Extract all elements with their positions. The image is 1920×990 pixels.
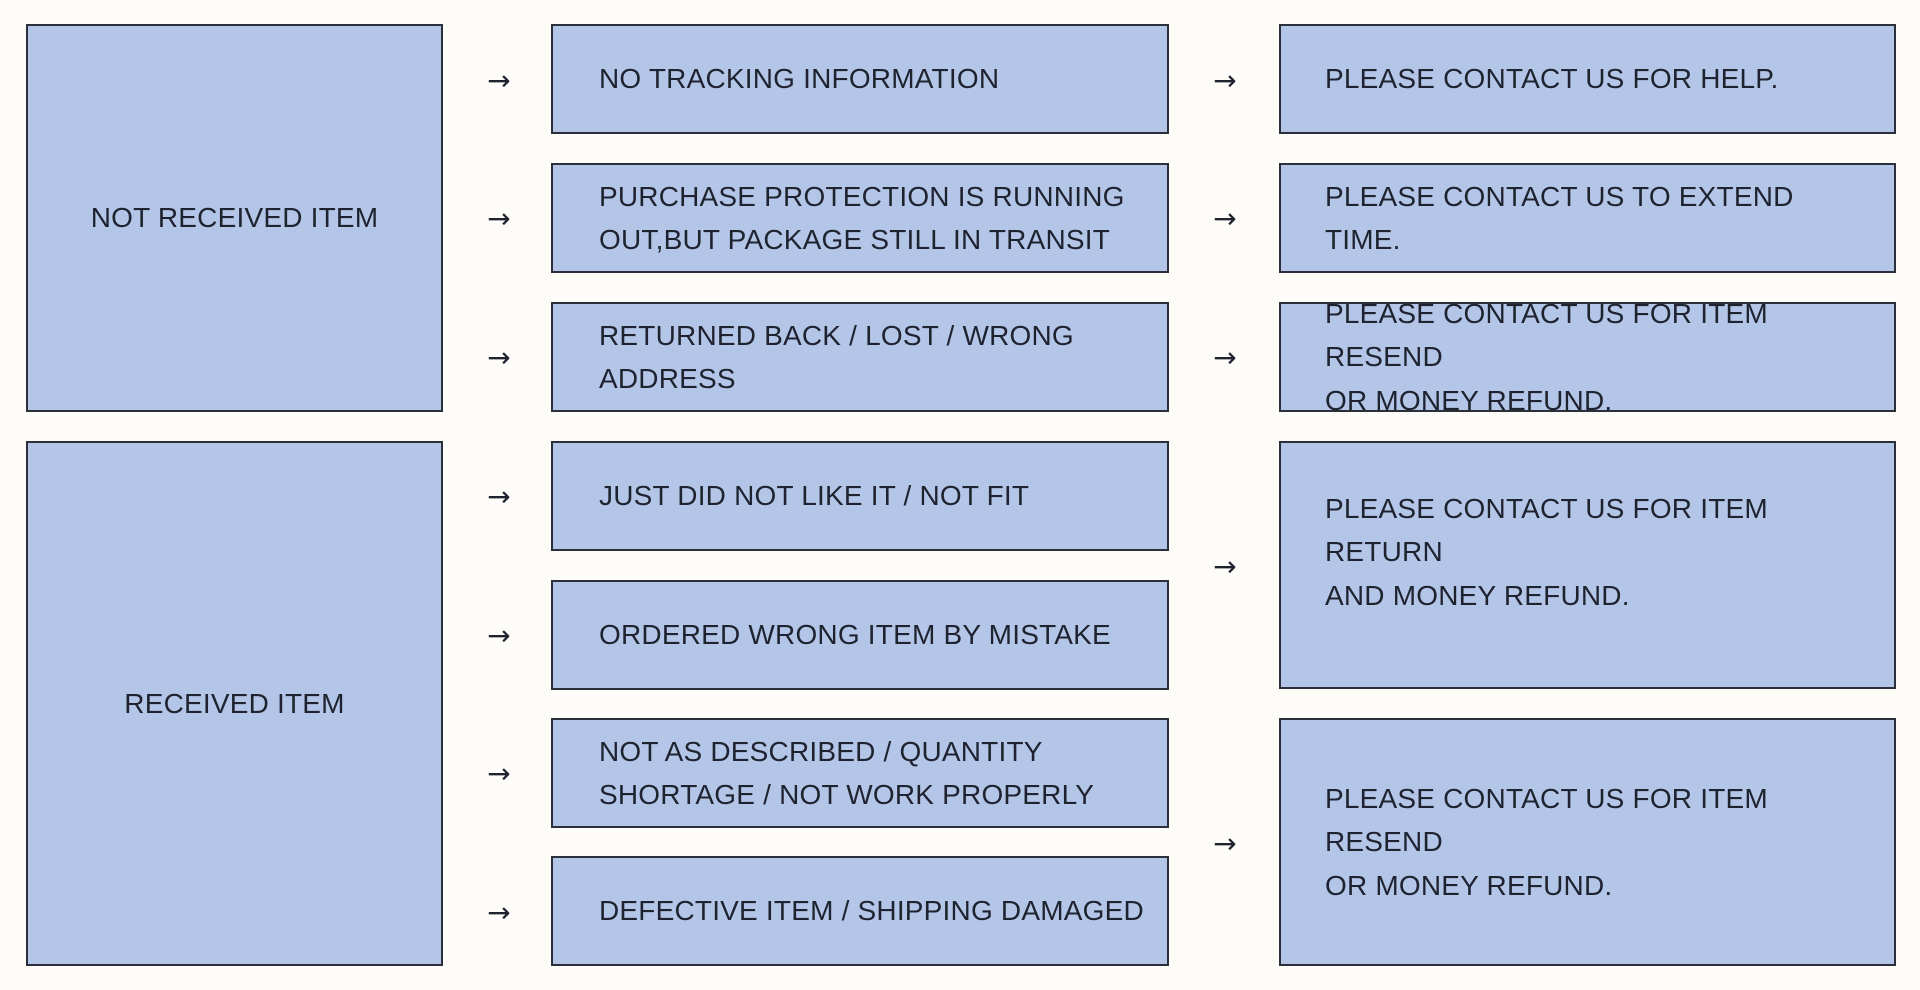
issue-text: SHORTAGE / NOT WORK PROPERLY [599,779,1095,810]
arrow-icon: → [487,341,511,374]
action-box: PLEASE CONTACT US FOR ITEM RETURN AND MO… [1279,441,1896,689]
action-text: PLEASE CONTACT US FOR ITEM RETURN [1325,492,1768,568]
issue-text: JUST DID NOT LIKE IT / NOT FIT [599,480,1030,512]
arrow-icon: → [487,896,511,929]
issue-text: PURCHASE PROTECTION IS RUNNING [599,180,1125,212]
action-box: PLEASE CONTACT US FOR ITEM RESEND OR MON… [1279,718,1896,966]
action-box: PLEASE CONTACT US FOR ITEM RESEND OR MON… [1279,298,1896,416]
arrow-icon: → [487,480,511,513]
arrow-icon: → [1213,550,1237,583]
category-label: RECEIVED ITEM [124,687,345,719]
action-box: PLEASE CONTACT US FOR HELP. [1279,24,1896,134]
action-text: PLEASE CONTACT US FOR ITEM RESEND [1325,297,1768,373]
action-text: PLEASE CONTACT US FOR HELP. [1325,63,1779,95]
arrow-icon: → [487,64,511,97]
arrow-icon: → [1213,341,1237,374]
action-box: PLEASE CONTACT US TO EXTEND TIME. [1279,163,1896,273]
action-text: PLEASE CONTACT US TO EXTEND TIME. [1325,180,1794,255]
issue-text: NO TRACKING INFORMATION [599,63,1000,95]
action-text: PLEASE CONTACT US FOR ITEM RESEND [1325,782,1768,858]
arrow-icon: → [487,619,511,652]
issue-box: PURCHASE PROTECTION IS RUNNING OUT,BUT P… [551,163,1169,273]
issue-box: RETURNED BACK / LOST / WRONG ADDRESS [551,302,1169,412]
issue-box: DEFECTIVE ITEM / SHIPPING DAMAGED [551,856,1169,966]
category-label: NOT RECEIVED ITEM [90,202,379,234]
issue-text: NOT AS DESCRIBED / QUANTITY [599,735,1043,767]
action-text: OR MONEY REFUND. [1325,384,1613,416]
action-text: OR MONEY REFUND. [1325,869,1613,901]
issue-box: JUST DID NOT LIKE IT / NOT FIT [551,441,1169,551]
category-not-received-item: NOT RECEIVED ITEM [26,24,443,412]
issue-box: NO TRACKING INFORMATION [551,24,1169,134]
issue-text: RETURNED BACK / LOST / WRONG [599,319,1074,351]
issue-text: OUT,BUT PACKAGE STILL IN TRANSIT [599,224,1111,255]
issue-text: DEFECTIVE ITEM / SHIPPING DAMAGED [599,895,1144,927]
action-text: AND MONEY REFUND. [1325,579,1630,611]
issue-box: NOT AS DESCRIBED / QUANTITY SHORTAGE / N… [551,718,1169,828]
arrow-icon: → [487,757,511,790]
arrow-icon: → [487,202,511,235]
issue-box: ORDERED WRONG ITEM BY MISTAKE [551,580,1169,690]
arrow-icon: → [1213,202,1237,235]
issue-text: ORDERED WRONG ITEM BY MISTAKE [599,619,1111,651]
issue-text: ADDRESS [599,363,736,394]
category-received-item: RECEIVED ITEM [26,441,443,966]
arrow-icon: → [1213,64,1237,97]
arrow-icon: → [1213,827,1237,860]
